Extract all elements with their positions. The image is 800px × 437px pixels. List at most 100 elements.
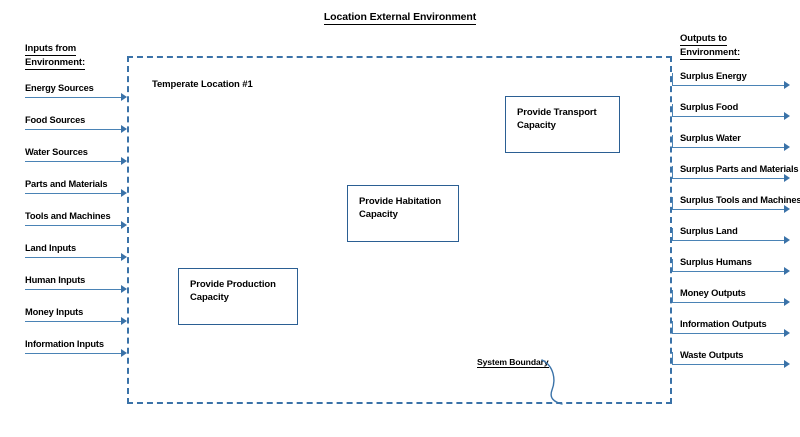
inputs-heading-line2: Environment: — [25, 57, 86, 70]
output-flow-label: Surplus Parts and Materials — [680, 164, 799, 174]
output-flow-arrowhead — [784, 143, 790, 152]
location-label: Temperate Location #1 — [152, 79, 253, 90]
output-flow-row[interactable]: Waste Outputs — [672, 350, 792, 372]
output-flow-row[interactable]: Surplus Tools and Machines — [672, 195, 800, 217]
input-flow-arrow-line — [25, 289, 121, 291]
output-flow-arrow-line — [672, 116, 784, 118]
output-flow-arrowhead — [784, 267, 790, 276]
input-flow-label: Water Sources — [25, 147, 88, 157]
input-flow-row[interactable]: Energy Sources — [25, 83, 127, 105]
output-flow-arrow-line — [672, 302, 784, 304]
input-flow-arrowhead — [121, 189, 127, 198]
input-flow-arrowhead — [121, 221, 127, 230]
input-flow-arrowhead — [121, 125, 127, 134]
input-flow-row[interactable]: Food Sources — [25, 115, 127, 137]
output-flow-stub — [672, 352, 674, 365]
input-flow-label: Human Inputs — [25, 275, 86, 285]
input-flow-label: Information Inputs — [25, 339, 104, 349]
capability-box-habitation-line1: Provide Habitation — [359, 196, 442, 207]
input-flow-row[interactable]: Human Inputs — [25, 275, 127, 297]
output-flow-row[interactable]: Surplus Land — [672, 226, 792, 248]
outputs-heading-line1: Outputs to — [680, 33, 728, 46]
input-flow-arrow-line — [25, 97, 121, 99]
input-flow-arrowhead — [121, 285, 127, 294]
output-flow-arrow-line — [672, 271, 784, 273]
output-flow-arrowhead — [784, 298, 790, 307]
inputs-heading-line1: Inputs from — [25, 43, 77, 56]
output-flow-row[interactable]: Information Outputs — [672, 319, 792, 341]
output-flow-arrow-line — [672, 147, 784, 149]
output-flow-row[interactable]: Surplus Energy — [672, 71, 792, 93]
output-flow-arrowhead — [784, 174, 790, 183]
output-flow-arrow-line — [672, 209, 784, 211]
input-flow-label: Parts and Materials — [25, 179, 108, 189]
capability-box-transport-line2: Capacity — [517, 120, 556, 131]
input-flow-row[interactable]: Land Inputs — [25, 243, 127, 265]
input-flow-arrow-line — [25, 321, 121, 323]
system-boundary-rectangle — [127, 56, 672, 404]
output-flow-label: Money Outputs — [680, 288, 746, 298]
capability-box-transport-line1: Provide Transport — [517, 107, 597, 118]
input-flow-label: Tools and Machines — [25, 211, 111, 221]
output-flow-arrowhead — [784, 329, 790, 338]
output-flow-row[interactable]: Surplus Water — [672, 133, 792, 155]
system-boundary-annotation-text: System Boundary — [477, 357, 549, 368]
output-flow-label: Information Outputs — [680, 319, 767, 329]
output-flow-arrow-line — [672, 364, 784, 366]
output-flow-stub — [672, 166, 674, 179]
output-flow-label: Surplus Humans — [680, 257, 752, 267]
capability-box-transport[interactable]: Provide Transport Capacity — [505, 96, 620, 153]
input-flow-row[interactable]: Parts and Materials — [25, 179, 127, 201]
input-flow-row[interactable]: Information Inputs — [25, 339, 127, 361]
output-flow-arrowhead — [784, 236, 790, 245]
input-flow-row[interactable]: Water Sources — [25, 147, 127, 169]
capability-box-habitation-line2: Capacity — [359, 209, 398, 220]
input-flow-row[interactable]: Money Inputs — [25, 307, 127, 329]
input-flow-arrow-line — [25, 161, 121, 163]
input-flow-label: Energy Sources — [25, 83, 94, 93]
output-flow-label: Surplus Land — [680, 226, 738, 236]
input-flow-arrow-line — [25, 225, 121, 227]
output-flow-arrowhead — [784, 112, 790, 121]
input-flow-arrow-line — [25, 257, 121, 259]
output-flow-stub — [672, 104, 674, 117]
output-flow-label: Surplus Food — [680, 102, 739, 112]
output-flow-stub — [672, 228, 674, 241]
page-title: Location External Environment — [0, 11, 800, 25]
capability-box-habitation[interactable]: Provide Habitation Capacity — [347, 185, 459, 242]
input-flow-arrowhead — [121, 317, 127, 326]
output-flow-arrowhead — [784, 205, 790, 214]
input-flow-arrow-line — [25, 193, 121, 195]
output-flow-stub — [672, 321, 674, 334]
output-flow-arrow-line — [672, 333, 784, 335]
output-flow-arrow-line — [672, 240, 784, 242]
output-flow-row[interactable]: Money Outputs — [672, 288, 792, 310]
output-flow-row[interactable]: Surplus Humans — [672, 257, 792, 279]
input-flow-label: Food Sources — [25, 115, 86, 125]
capability-box-production-line2: Capacity — [190, 292, 229, 303]
output-flow-arrowhead — [784, 81, 790, 90]
inputs-heading: Inputs from Environment: — [25, 42, 85, 70]
system-boundary-leader-line — [541, 359, 563, 405]
input-flow-arrow-line — [25, 129, 121, 131]
input-flow-arrowhead — [121, 157, 127, 166]
output-flow-arrowhead — [784, 360, 790, 369]
output-flow-label: Surplus Energy — [680, 71, 747, 81]
input-flow-label: Money Inputs — [25, 307, 84, 317]
input-flow-arrowhead — [121, 253, 127, 262]
input-flow-row[interactable]: Tools and Machines — [25, 211, 127, 233]
output-flow-row[interactable]: Surplus Food — [672, 102, 792, 124]
capability-box-production[interactable]: Provide Production Capacity — [178, 268, 298, 325]
output-flow-stub — [672, 135, 674, 148]
capability-box-production-line1: Provide Production — [190, 279, 276, 290]
input-flow-arrow-line — [25, 353, 121, 355]
input-flow-arrowhead — [121, 93, 127, 102]
system-boundary-annotation: System Boundary — [477, 357, 549, 368]
output-flow-stub — [672, 259, 674, 272]
output-flow-label: Surplus Tools and Machines — [680, 195, 800, 205]
output-flow-stub — [672, 290, 674, 303]
output-flow-arrow-line — [672, 85, 784, 87]
output-flow-stub — [672, 73, 674, 86]
outputs-heading-line2: Environment: — [680, 47, 741, 60]
output-flow-row[interactable]: Surplus Parts and Materials — [672, 164, 799, 186]
